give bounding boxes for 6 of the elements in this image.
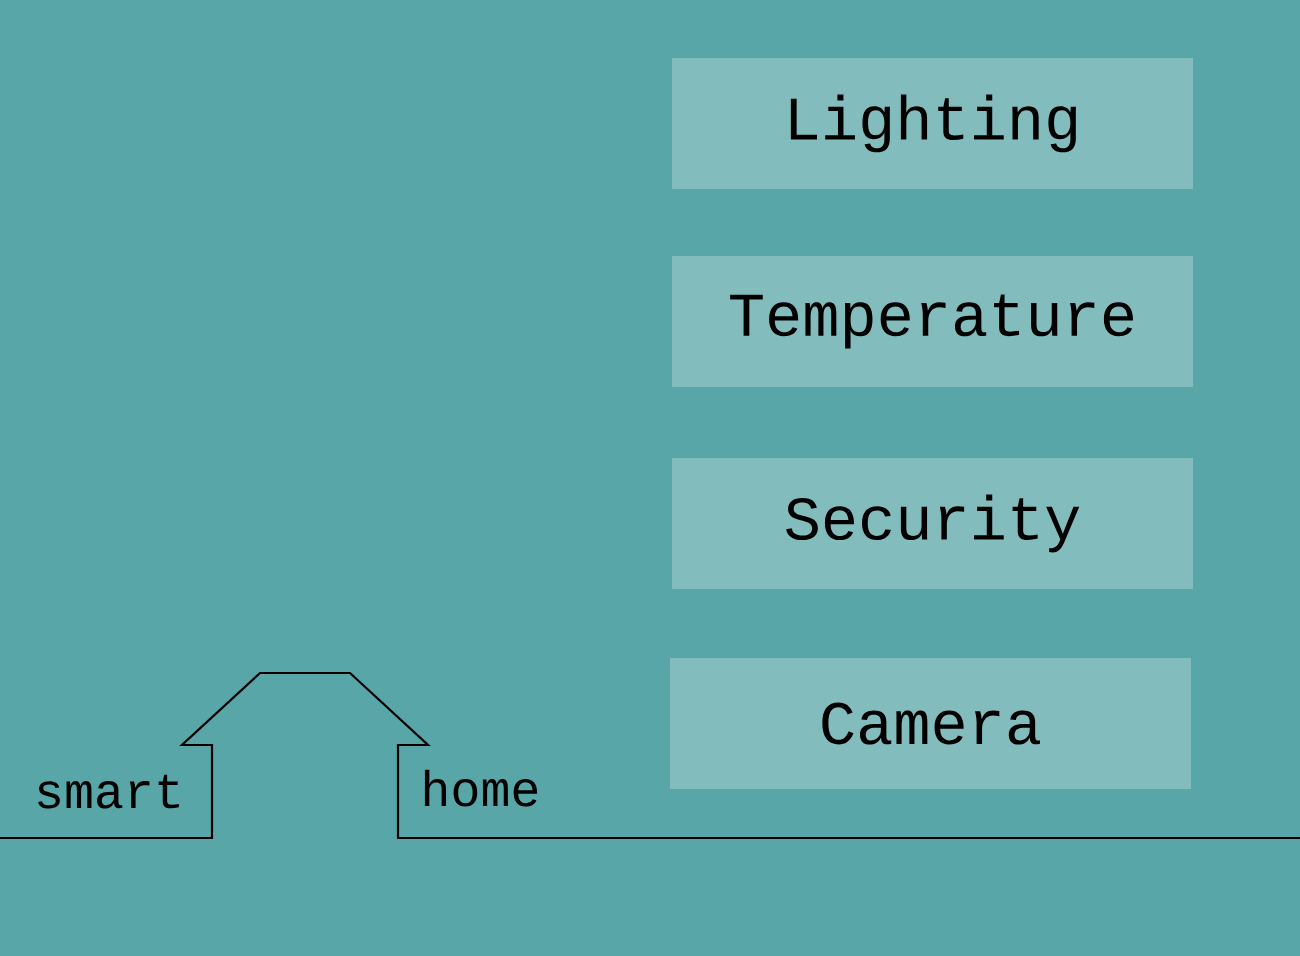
category-box: Camera bbox=[670, 658, 1191, 789]
label-text: home bbox=[424, 769, 538, 807]
category-box: Temperature bbox=[672, 256, 1193, 387]
category-box: Security bbox=[672, 458, 1193, 589]
category-box: Lighting bbox=[672, 58, 1193, 189]
label-text: smart bbox=[38, 774, 179, 809]
